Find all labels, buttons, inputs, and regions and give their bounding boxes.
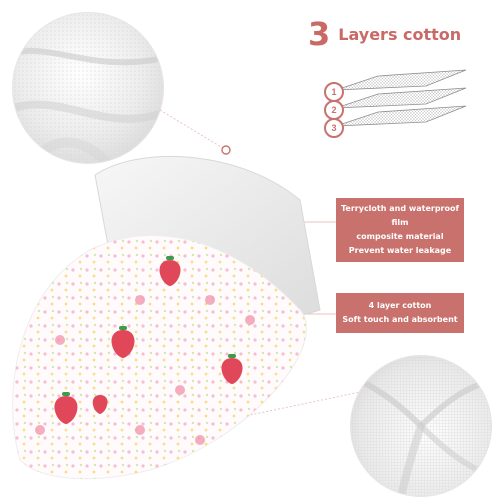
connector-dot <box>221 145 231 155</box>
layer-marker: 1 <box>324 82 344 102</box>
top-left-fabric-closeup-icon <box>12 12 164 164</box>
callout-waterproof: Terrycloth and waterproof film composite… <box>336 198 464 262</box>
bottom-right-fabric-closeup-icon <box>350 355 492 497</box>
callout-line: Prevent water leakage <box>348 246 452 255</box>
layer-stack-diagram-icon: 1 2 3 <box>318 68 468 148</box>
callout-line: Soft touch and absorbent <box>342 315 458 324</box>
callout-cotton: 4 layer cotton Soft touch and absorbent <box>336 293 464 333</box>
title-text: Layers cotton <box>338 24 462 44</box>
burp-cloth-product-icon <box>0 140 330 480</box>
layer-marker: 2 <box>324 100 344 120</box>
callout-line: 4 layer cotton <box>368 301 432 310</box>
layer-marker: 3 <box>324 118 344 138</box>
callout-line: Terrycloth and waterproof film <box>341 204 459 227</box>
title: 3 Layers cotton <box>308 18 461 50</box>
title-number: 3 <box>308 15 331 53</box>
callout-line: composite material <box>356 232 444 241</box>
